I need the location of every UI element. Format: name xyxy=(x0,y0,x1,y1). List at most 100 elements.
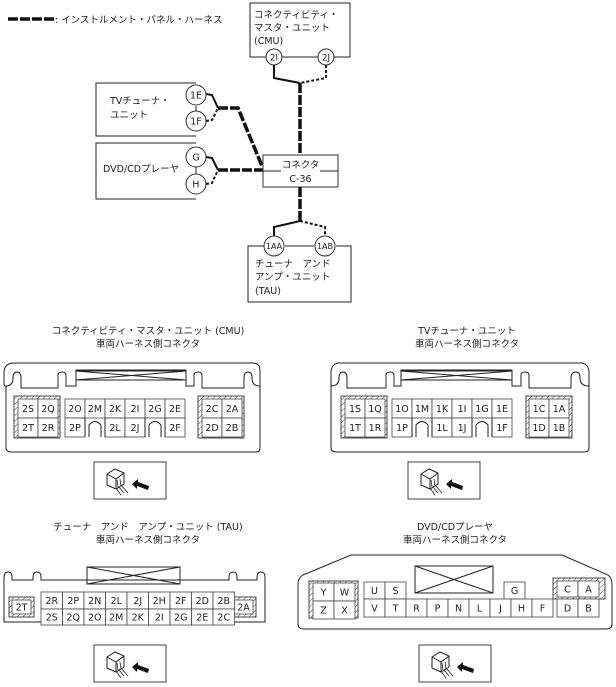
pin-label-2C: 2C xyxy=(217,613,230,624)
pin-cell-A xyxy=(577,580,600,598)
tau-name-line3: (TAU) xyxy=(255,286,281,297)
cmu-view-title: コネクティビティ・マスタ・ユニット (CMU) xyxy=(52,326,245,337)
key-notch xyxy=(471,418,493,437)
pin-label-2Q: 2Q xyxy=(41,404,55,415)
dvd-view-subtitle: 車両ハーネス側コネクタ xyxy=(403,534,507,546)
pin-label-1C: 1C xyxy=(533,404,546,415)
dvd-harness xyxy=(205,156,263,185)
pin-label-2E: 2E xyxy=(196,613,208,624)
legend: : インストルメント・パネル・ハーネス xyxy=(8,15,223,26)
pin-label-A: A xyxy=(585,585,592,596)
pin-label-1B: 1B xyxy=(553,423,566,434)
tv-name-line2: ユニット xyxy=(110,110,148,121)
key-notch xyxy=(84,418,106,437)
pin-label-2A: 2A xyxy=(226,404,239,415)
pin-label-R: R xyxy=(413,604,420,615)
pin-label-2I: 2I xyxy=(155,613,164,624)
pin-label-1I: 1I xyxy=(458,404,467,415)
tv-pin-1F-label: 1F xyxy=(190,117,202,128)
pin-label-2F: 2F xyxy=(169,423,181,434)
cmu-view-subtitle: 車両ハーネス側コネクタ xyxy=(96,338,200,350)
connector-c36: コネクタ C-36 xyxy=(262,154,339,188)
pin-cell-1B xyxy=(548,417,570,438)
pin-label-G: G xyxy=(511,586,518,597)
tau-pin-1AB-label: 1AB xyxy=(317,242,333,251)
tv-name-line1: TVチューナ・ xyxy=(109,96,170,107)
connector-code: C-36 xyxy=(289,174,311,185)
pin-label-2B: 2B xyxy=(226,423,239,434)
pin-label-2R: 2R xyxy=(45,596,58,607)
pin-label-1R: 1R xyxy=(369,423,382,434)
pin-label-2P: 2P xyxy=(69,423,81,434)
harness-side-view-icon xyxy=(93,461,167,500)
pin-label-C: C xyxy=(564,585,571,596)
pin-label-U: U xyxy=(371,586,378,597)
pin-label-2J: 2J xyxy=(133,596,142,607)
cmu-pin-2J-label: 2J xyxy=(322,54,330,64)
pin-label-2I: 2I xyxy=(131,404,140,415)
pin-label-1E: 1E xyxy=(496,404,508,415)
pin-label-2L: 2L xyxy=(109,423,121,434)
pin-label-N: N xyxy=(455,604,462,615)
pin-label-2M: 2M xyxy=(88,404,102,415)
pin-label-2C: 2C xyxy=(206,404,219,415)
tv-harness xyxy=(205,93,264,167)
pin-label-L: L xyxy=(477,604,483,615)
pin-label-1K: 1K xyxy=(436,404,449,415)
pin-label-1M: 1M xyxy=(415,404,429,415)
pin-label-1S: 1S xyxy=(349,404,361,415)
pin-label-2O: 2O xyxy=(68,404,82,415)
dvd-pin-G-label: G xyxy=(192,153,199,164)
tv-pin-1E-label: 1E xyxy=(190,91,202,102)
pin-label-2T: 2T xyxy=(16,603,28,614)
pin-label-2G: 2G xyxy=(174,613,187,624)
dvd-name-line1: DVD/CDプレーヤ xyxy=(103,164,179,175)
pin-cell-1R xyxy=(364,417,386,438)
pin-label-Y: Y xyxy=(320,588,327,599)
pin-label-2L: 2L xyxy=(111,596,123,607)
pin-label-B: B xyxy=(585,604,592,615)
connector-name: コネクタ xyxy=(282,160,320,171)
pin-label-2N: 2N xyxy=(88,596,101,607)
key-notch xyxy=(144,418,166,437)
tau-pin-1AB xyxy=(314,235,336,257)
legend-label: : インストルメント・パネル・ハーネス xyxy=(55,15,223,26)
pin-label-2K: 2K xyxy=(132,613,145,624)
pin-label-1F: 1F xyxy=(496,423,508,434)
pin-label-1T: 1T xyxy=(349,423,361,434)
tau-name-line1: チューナ アンド xyxy=(255,259,331,270)
pin-cell-2C xyxy=(212,608,235,626)
pin-label-2B: 2B xyxy=(217,596,230,607)
pin-label-1D: 1D xyxy=(532,423,545,434)
pin-label-1O: 1O xyxy=(395,404,409,415)
pin-label-J: J xyxy=(498,604,502,615)
pin-label-2O: 2O xyxy=(88,613,102,624)
pin-label-1L: 1L xyxy=(436,423,448,434)
pin-label-2A: 2A xyxy=(237,603,250,614)
pin-label-2F: 2F xyxy=(175,596,187,607)
dvd-view-title: DVD/CDプレーヤ xyxy=(417,522,493,533)
pin-label-Z: Z xyxy=(320,606,327,617)
pin-cell-B xyxy=(577,598,600,618)
pin-label-2S: 2S xyxy=(22,404,34,415)
pin-cell-2T xyxy=(11,599,32,615)
pin-label-S: S xyxy=(392,586,398,597)
pin-label-1G: 1G xyxy=(475,404,488,415)
pin-label-2S: 2S xyxy=(46,613,58,624)
pin-label-2P: 2P xyxy=(67,596,79,607)
pin-cell-2B xyxy=(221,417,243,438)
pin-cell-X xyxy=(333,600,356,620)
pin-label-W: W xyxy=(340,588,350,599)
pin-label-F: F xyxy=(540,604,545,615)
tau-name-line2: アンプ・ユニット xyxy=(255,272,330,283)
harness-side-view-icon xyxy=(418,644,492,683)
pin-label-2D: 2D xyxy=(196,596,209,607)
tv-tuner-unit: TVチューナ・ ユニット 1E 1F xyxy=(95,82,207,137)
pin-label-V: V xyxy=(371,604,378,615)
dvd-pin-H-label: H xyxy=(192,180,199,191)
tau-pin-1AA xyxy=(263,235,285,257)
